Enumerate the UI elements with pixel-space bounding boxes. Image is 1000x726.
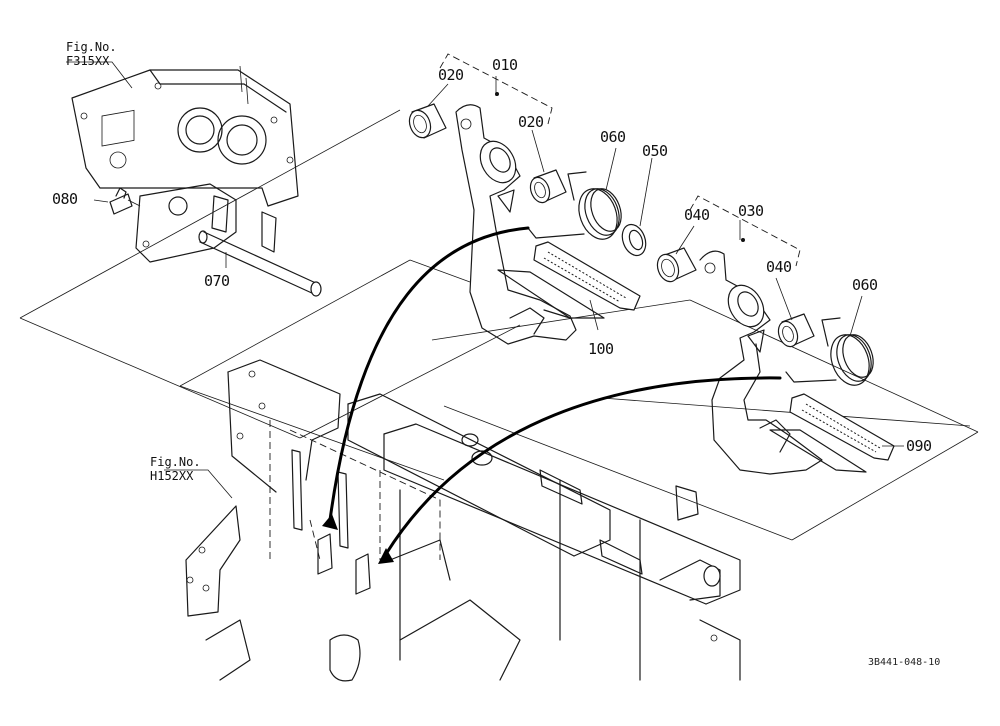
callout-060-lower: 060 [852,276,878,294]
pedal-pad-090 [769,393,895,473]
fig-ref-title: Fig.No. [66,40,117,54]
bushing-040-right [777,313,815,348]
spring-060-lower [785,317,874,386]
callout-060-upper: 060 [600,128,626,146]
pedal-010 [455,104,577,345]
callout-100: 100 [588,340,614,358]
callout-050: 050 [642,142,668,160]
washer-050 [621,223,647,257]
callout-040-left: 040 [684,206,710,224]
callout-090: 090 [906,437,932,455]
leader-lines-parts [427,83,904,447]
assembly-arrows [322,226,782,564]
fig-ref-title: Fig.No. [150,455,201,469]
fig-ref-code: H152XX [150,469,194,483]
drawing-code: 3B441-048-10 [868,657,941,668]
grease-nipple-080 [109,187,141,215]
fig-ref-bottom-left: Fig.No. H152XX [150,455,201,483]
group-brackets [439,53,801,267]
callout-020-right: 020 [518,113,544,131]
callout-040-right: 040 [766,258,792,276]
fig-ref-top-left: Fig.No. F315XX [66,40,117,68]
pedal-bracket-assembly [71,65,299,263]
shaft-070 [198,230,322,297]
pedal-pad-100 [497,241,641,319]
callout-030: 030 [738,202,764,220]
bushing-020-right [529,169,567,204]
bushing-040-left [656,247,697,283]
callout-080: 080 [52,190,78,208]
main-frame [185,359,741,682]
spring-060-upper [527,171,622,240]
pedal-030 [699,250,823,475]
callout-020-left: 020 [438,66,464,84]
leader-lines-left [66,61,233,499]
callout-070: 070 [204,272,230,290]
bushing-020-left [408,103,447,139]
fig-ref-code: F315XX [66,54,110,68]
callout-010: 010 [492,56,518,74]
